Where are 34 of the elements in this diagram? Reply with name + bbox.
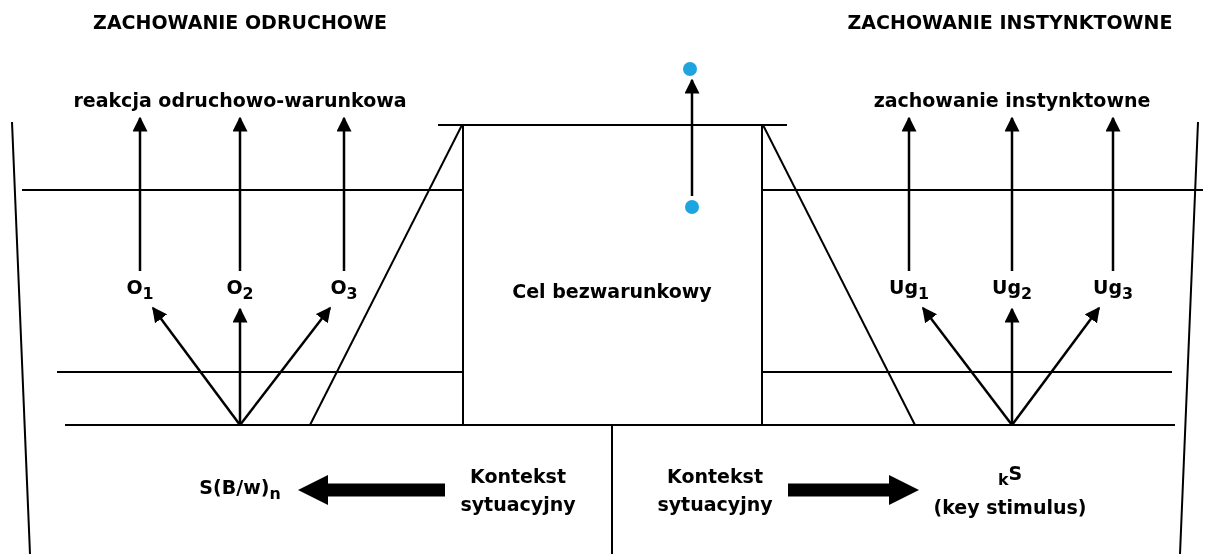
block-arrow bbox=[788, 475, 919, 505]
arrow bbox=[132, 116, 148, 271]
arrow bbox=[684, 78, 700, 196]
response-label: Ug$_{1}$ bbox=[881, 275, 937, 305]
response-label: Ug$_{2}$ bbox=[984, 275, 1040, 305]
behavior-label: reakcja odruchowo-warunkowa bbox=[55, 86, 425, 114]
arrow bbox=[1004, 307, 1020, 425]
arrow bbox=[336, 116, 352, 271]
section-heading: ZACHOWANIE ODRUCHOWE bbox=[92, 10, 388, 35]
section-heading: ZACHOWANIE INSTYNKTOWNE bbox=[846, 10, 1174, 35]
response-label: O$_{1}$ bbox=[118, 275, 162, 305]
arrow bbox=[152, 306, 241, 426]
arrow bbox=[232, 116, 248, 271]
stimulus-caption: (key stimulus) bbox=[932, 495, 1088, 521]
dot-marker bbox=[684, 200, 699, 214]
arrow bbox=[922, 306, 1013, 426]
arrow bbox=[1004, 116, 1020, 271]
arrow bbox=[232, 307, 248, 425]
arrow bbox=[1105, 116, 1121, 271]
arrow bbox=[239, 306, 331, 426]
dot-marker bbox=[683, 62, 697, 76]
goal-label: Cel bezwarunkowy bbox=[511, 279, 713, 304]
behavior-label: zachowanie instynktowne bbox=[857, 86, 1167, 114]
arrow bbox=[1011, 306, 1100, 426]
response-label: O$_{3}$ bbox=[322, 275, 366, 305]
node-label: S(B/w)$_{n}$ bbox=[188, 475, 292, 505]
response-label: Ug$_{3}$ bbox=[1085, 275, 1141, 305]
node-label: Kontekst sytuacyjny bbox=[453, 460, 583, 520]
block-arrow bbox=[298, 475, 445, 505]
goal-box bbox=[461, 125, 763, 425]
stimulus-label: $_{k}$S bbox=[996, 460, 1024, 491]
node-label: Kontekst sytuacyjny bbox=[650, 460, 780, 520]
response-label: O$_{2}$ bbox=[218, 275, 262, 305]
arrow bbox=[901, 116, 917, 271]
